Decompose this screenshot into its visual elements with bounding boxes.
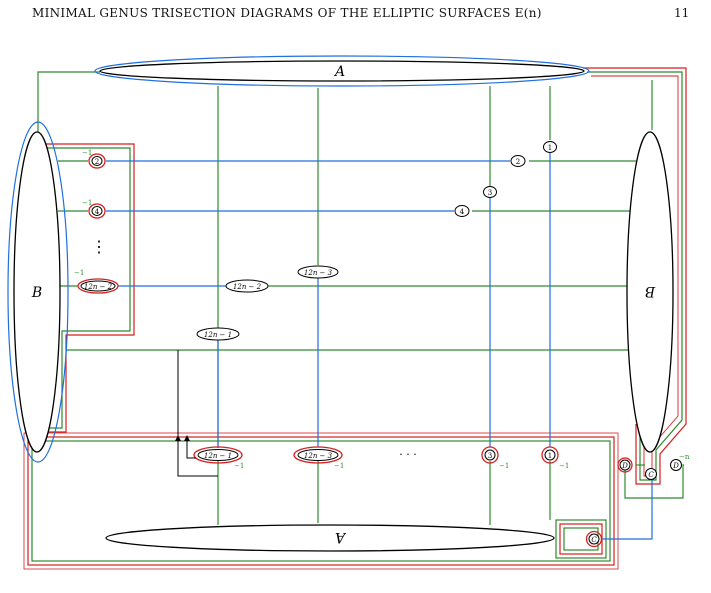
node-2-left: 2 xyxy=(88,153,106,169)
node-C-label: C xyxy=(591,536,597,544)
neg1-label-12n3: −1 xyxy=(334,462,344,470)
page-header: MINIMAL GENUS TRISECTION DIAGRAMS OF THE… xyxy=(0,0,711,30)
node-2-mid-label: 2 xyxy=(516,158,520,166)
node-12n-1-mid: 12n − 1 xyxy=(196,327,240,341)
neg1-label-2: −1 xyxy=(82,149,92,157)
handles xyxy=(13,60,674,552)
label-A-top: A xyxy=(333,64,345,80)
node-12n-1-bottom-label: 12n − 1 xyxy=(204,452,232,460)
ellipsis-vertical: ⋮ xyxy=(91,237,107,256)
node-1-bottom-label: 1 xyxy=(548,452,552,460)
node-4-left: 4 xyxy=(88,203,106,219)
red-frame-left xyxy=(46,143,135,433)
node-12n-3-bottom: 12n − 3 xyxy=(293,446,343,464)
node-4-mid: 4 xyxy=(454,205,470,217)
node-D-left: D xyxy=(617,457,633,473)
node-C-small: C xyxy=(645,468,657,480)
ellipsis-horizontal: · · · xyxy=(399,448,416,461)
neg1-label-4: −1 xyxy=(82,199,92,207)
label-A-bottom: A xyxy=(335,529,347,545)
node-3-bottom: 3 xyxy=(481,446,499,464)
node-2-mid: 2 xyxy=(510,155,526,167)
label-B-left: B xyxy=(31,285,42,301)
node-D-left-label: D xyxy=(621,462,628,470)
green-frame-bottom xyxy=(31,440,611,562)
node-12n-3-mid: 12n − 3 xyxy=(297,265,339,279)
node-4-left-label: 4 xyxy=(95,208,100,216)
node-12n-2-left-label: 12n − 2 xyxy=(84,283,113,291)
node-3-bottom-label: 3 xyxy=(488,452,492,460)
node-12n-3-bottom-label: 12n − 3 xyxy=(304,452,333,460)
node-2-left-label: 2 xyxy=(95,158,99,166)
label-B-right: B xyxy=(645,283,656,299)
node-C: C xyxy=(585,530,603,548)
node-D-right-label: D xyxy=(672,462,679,470)
black-arrows xyxy=(175,350,218,477)
neg1-label-12n1: −1 xyxy=(234,462,244,470)
node-1-mid-label: 1 xyxy=(548,144,552,152)
blue-curves xyxy=(7,55,653,540)
green-curves xyxy=(37,71,684,525)
neg1-label-1: −1 xyxy=(559,462,569,470)
node-12n-2-mid-label: 12n − 2 xyxy=(233,283,262,291)
node-12n-1-bottom: 12n − 1 xyxy=(193,446,243,464)
neg-n-label: −n xyxy=(679,453,690,461)
node-4-mid-label: 4 xyxy=(460,208,465,216)
node-D-right: D xyxy=(670,459,682,471)
node-1-mid: 1 xyxy=(543,141,557,153)
node-3-mid: 3 xyxy=(483,186,497,198)
node-12n-1-mid-label: 12n − 1 xyxy=(204,331,232,339)
node-C-small-label: C xyxy=(648,471,654,479)
page-number: 11 xyxy=(674,6,690,20)
node-1-bottom: 1 xyxy=(541,446,559,464)
node-12n-2-mid: 12n − 2 xyxy=(225,279,269,293)
node-3-mid-label: 3 xyxy=(488,189,492,197)
node-12n-2-left: 12n − 2 xyxy=(77,278,119,294)
neg1-label-12n2: −1 xyxy=(74,269,84,277)
page-header-title: MINIMAL GENUS TRISECTION DIAGRAMS OF THE… xyxy=(32,6,542,20)
node-12n-3-mid-label: 12n − 3 xyxy=(304,269,333,277)
red-frame-bottom xyxy=(23,432,619,570)
neg1-label-3: −1 xyxy=(499,462,509,470)
